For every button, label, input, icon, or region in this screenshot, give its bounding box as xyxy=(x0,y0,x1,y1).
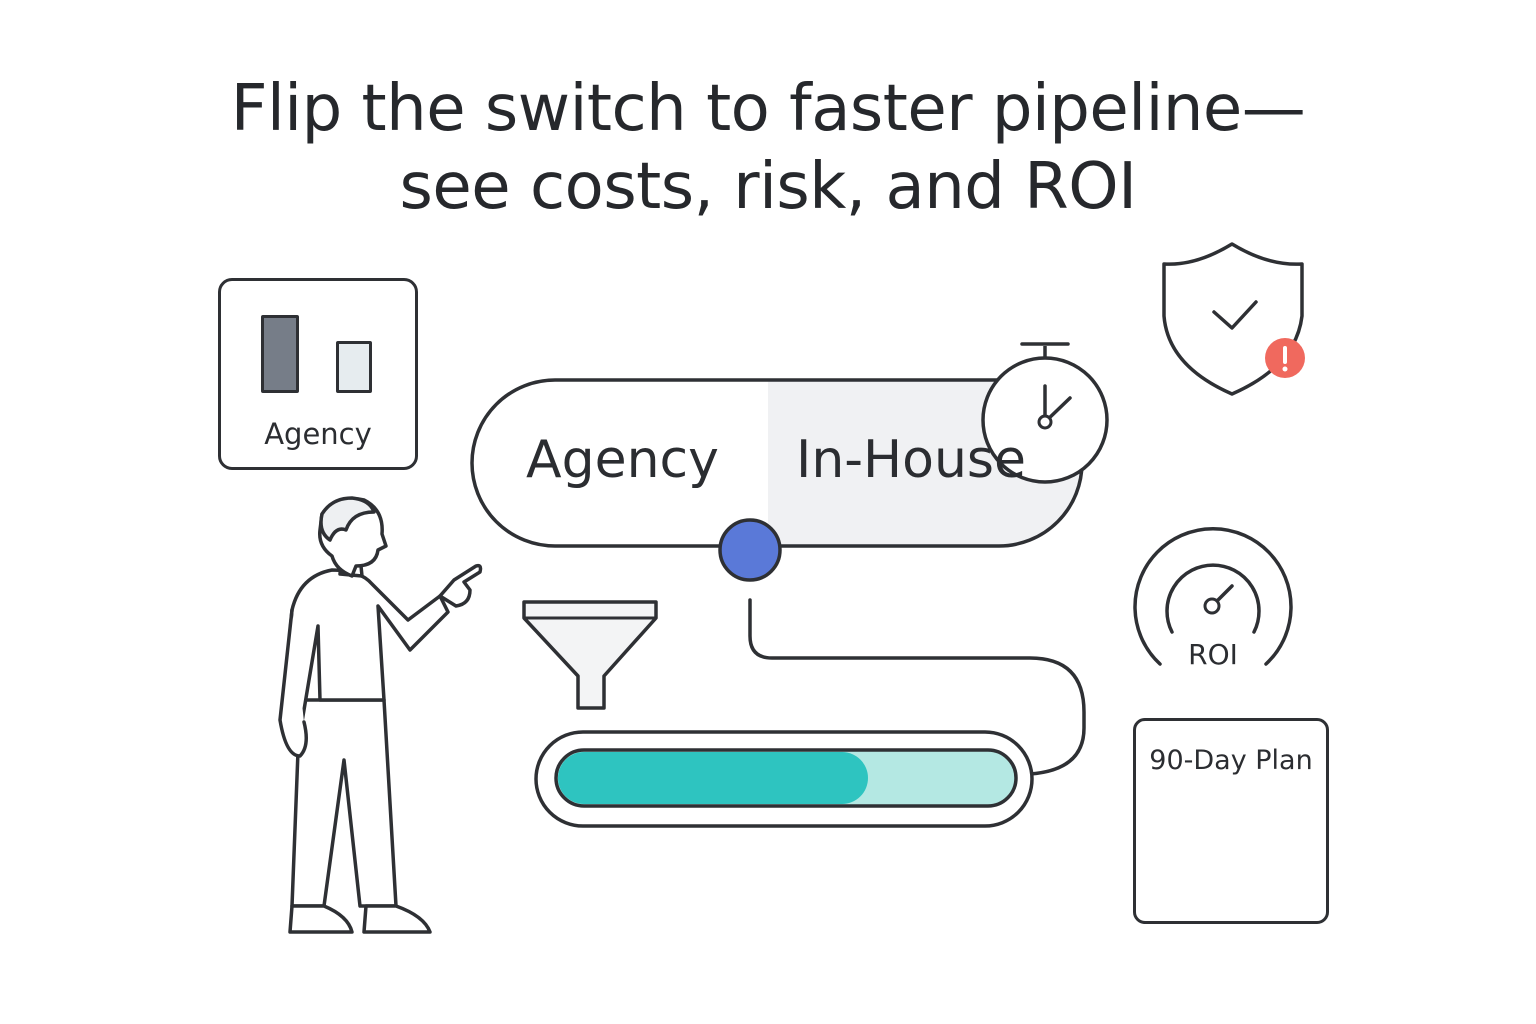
person-pointing-icon xyxy=(278,496,483,934)
bar-chart-icon-secondary xyxy=(336,341,372,393)
funnel-icon xyxy=(522,600,658,710)
plan-title: 90-Day Plan xyxy=(1149,745,1313,776)
alert-badge-icon xyxy=(1265,338,1305,378)
title-line-1: Flip the switch to faster pipeline— xyxy=(230,72,1306,146)
gauge-icon xyxy=(1133,527,1293,666)
chart-card-label: Agency xyxy=(264,417,372,451)
toggle-label-agency[interactable]: Agency xyxy=(526,430,719,490)
stopwatch-icon xyxy=(981,342,1109,484)
roi-label: ROI xyxy=(1188,638,1238,671)
connector-line xyxy=(748,598,1086,776)
progress-fill xyxy=(558,752,868,804)
toggle-knob[interactable] xyxy=(718,518,782,582)
page-title: Flip the switch to faster pipeline— see … xyxy=(0,70,1536,226)
plan-card: 90-Day Plan xyxy=(1133,718,1329,924)
title-line-2: see costs, risk, and ROI xyxy=(399,150,1137,224)
pipeline-progress-bar xyxy=(534,730,1034,828)
bar-chart-icon xyxy=(261,315,299,393)
toggle-label-inhouse[interactable]: In-House xyxy=(796,430,1027,490)
agency-chart-card: Agency xyxy=(218,278,418,470)
